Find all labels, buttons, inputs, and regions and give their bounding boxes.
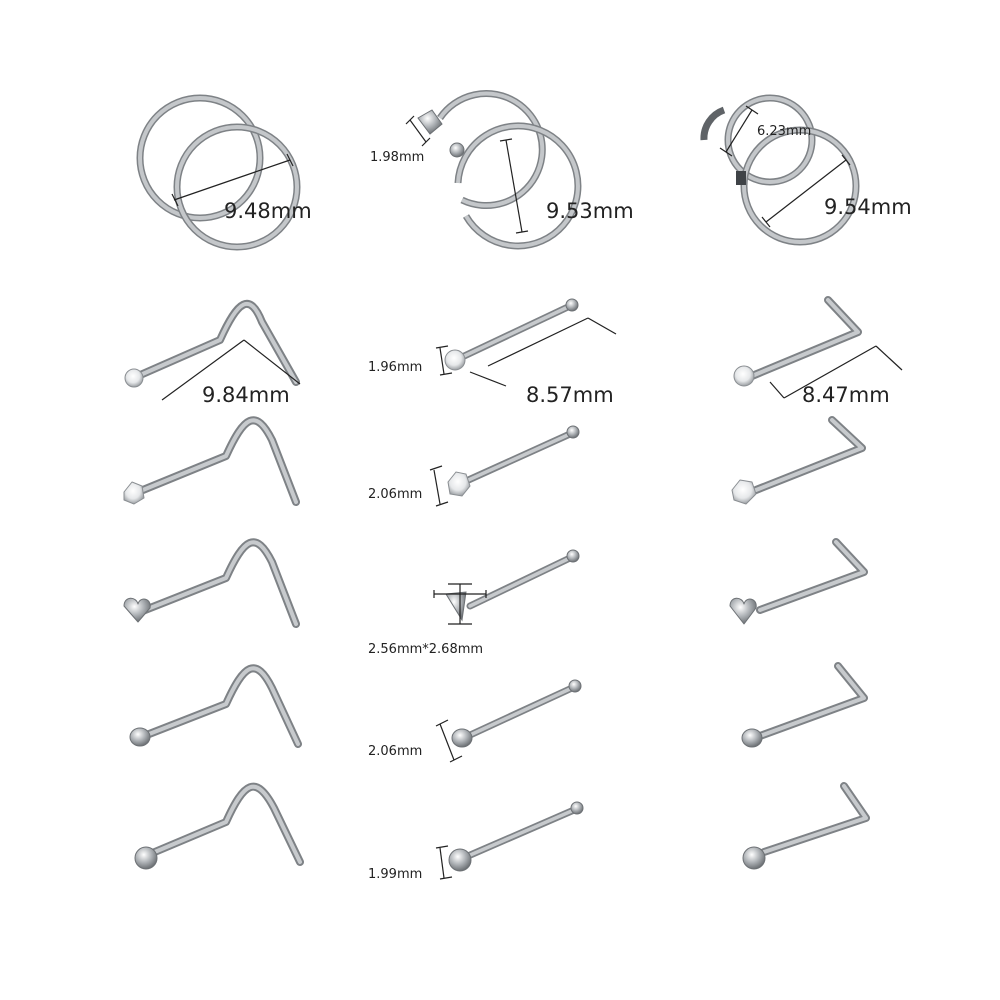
bone-pin-prong-gem (447, 425, 580, 497)
bone-pin-ball (448, 801, 584, 872)
bone-pin-gem (444, 298, 579, 371)
open-ring-diameter-label: 9.53mm (546, 199, 634, 223)
screw-pin-heart (123, 538, 300, 628)
seamless-rings: 9.48mm (136, 94, 312, 251)
screw-pins-column (123, 299, 304, 870)
screw-pin-gem (124, 299, 300, 388)
l-pin-ball (742, 782, 870, 870)
l-shape-pins-column (729, 296, 870, 870)
bone-pin-length-label: 8.57mm (526, 383, 614, 407)
open-rings: 1.98mm 9.53mm (370, 90, 634, 250)
hinged-ring-inner-label: 6.23mm (757, 124, 811, 139)
bone-pin-heart (445, 549, 580, 622)
screw-pin-disc (129, 664, 302, 748)
open-ring-bead-label: 1.98mm (370, 150, 424, 165)
bone-pin-disc (451, 679, 582, 748)
screw-pin-length-label: 9.84mm (202, 383, 290, 407)
seamless-ring-diameter-label: 9.48mm (224, 199, 312, 223)
heart-size-label: 2.56mm*2.68mm (368, 642, 483, 657)
screw-pin-prong-gem (123, 416, 300, 506)
disc-size-label: 2.06mm (368, 744, 422, 759)
l-pin-disc (741, 662, 868, 748)
prong-gem-size-label: 2.06mm (368, 487, 422, 502)
gem-size-label: 1.96mm (368, 360, 422, 375)
hinged-rings: 6.23mm 9.54mm (700, 94, 912, 246)
bone-pins-column (444, 298, 584, 872)
hinged-ring-outer-label: 9.54mm (824, 195, 912, 219)
ball-size-label: 1.99mm (368, 867, 422, 882)
screw-pin-ball (134, 782, 304, 870)
l-pin-gem (733, 296, 862, 387)
l-pin-heart (729, 538, 868, 625)
l-pin-length-label: 8.47mm (802, 383, 890, 407)
l-pin-prong-gem (731, 416, 866, 505)
